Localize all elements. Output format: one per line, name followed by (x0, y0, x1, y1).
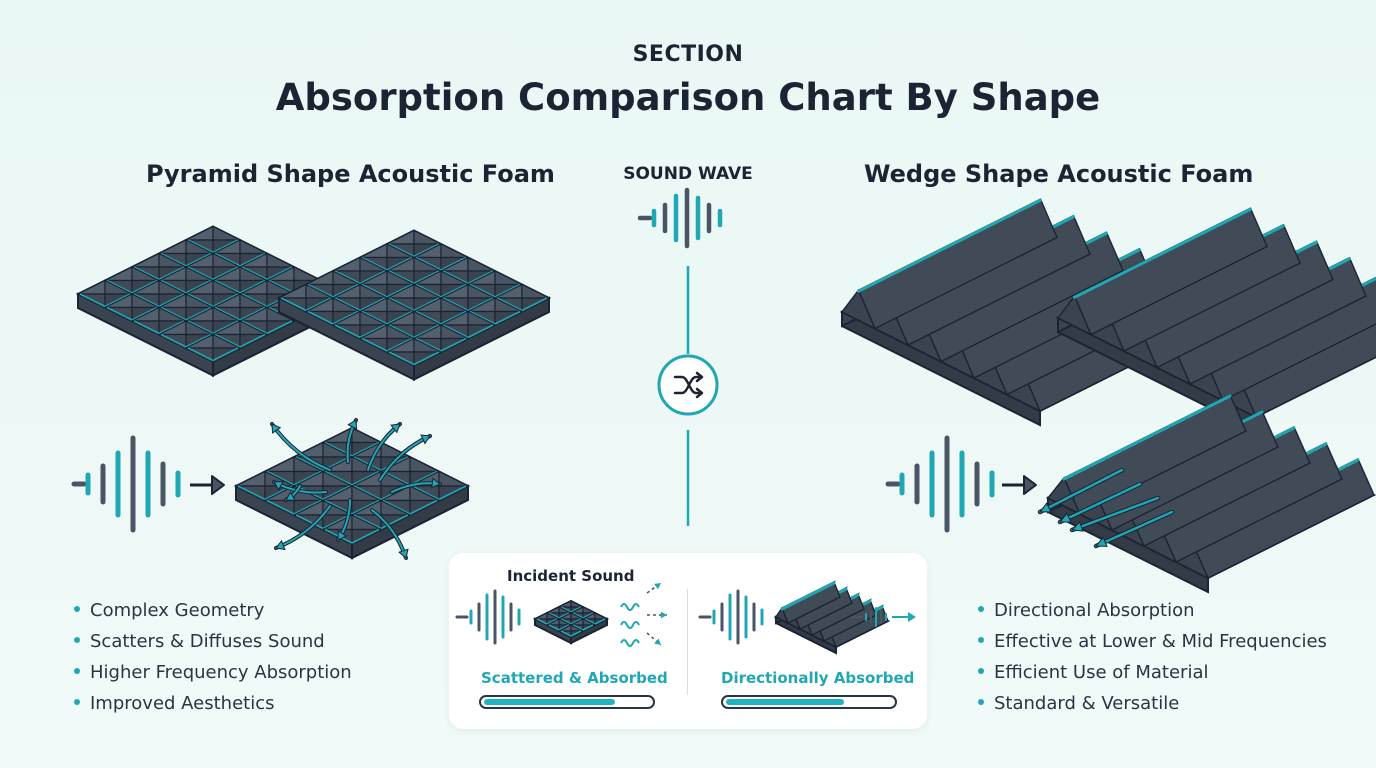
list-item-label: Standard & Versatile (994, 693, 1180, 714)
list-item: Higher Frequency Absorption (74, 657, 352, 688)
list-item: Effective at Lower & Mid Frequencies (978, 626, 1327, 657)
pyramid-result-label: Scattered & Absorbed (481, 669, 668, 687)
list-item-label: Effective at Lower & Mid Frequencies (994, 631, 1327, 652)
pyramid-absorption-bar (479, 695, 655, 709)
list-item: Standard & Versatile (978, 688, 1327, 719)
wedge-result-label: Directionally Absorbed (721, 669, 915, 687)
list-item: Improved Aesthetics (74, 688, 352, 719)
center-sound-wave-icon (637, 187, 723, 249)
bullet-dot-icon (74, 668, 80, 674)
bullet-dot-icon (978, 637, 984, 643)
list-item-label: Directional Absorption (994, 600, 1195, 621)
right-arrow-icon (190, 475, 225, 495)
list-item-label: Efficient Use of Material (994, 662, 1209, 683)
wedge-absorption-bar-fill (726, 699, 845, 705)
bullet-dot-icon (978, 699, 984, 705)
center-divider (686, 266, 690, 526)
bullet-dot-icon (74, 699, 80, 705)
list-item: Scatters & Diffuses Sound (74, 626, 352, 657)
pyramid-incident-wave-icon (71, 435, 181, 533)
list-item-label: Scatters & Diffuses Sound (90, 631, 325, 652)
wedge-feature-list: Directional Absorption Effective at Lowe… (978, 595, 1327, 719)
incident-sound-label: Incident Sound (507, 567, 635, 585)
list-item: Complex Geometry (74, 595, 352, 626)
wedge-absorption-bar (721, 695, 897, 709)
section-label: SECTION (632, 42, 744, 67)
shuffle-icon (657, 354, 719, 416)
list-item-label: Improved Aesthetics (90, 693, 275, 714)
list-item-label: Complex Geometry (90, 600, 265, 621)
pyramid-feature-list: Complex Geometry Scatters & Diffuses Sou… (74, 595, 352, 719)
sound-wave-label: SOUND WAVE (623, 164, 753, 184)
list-item-label: Higher Frequency Absorption (90, 662, 352, 683)
pyramid-absorption-bar-fill (484, 699, 616, 705)
wedge-panel-title: Wedge Shape Acoustic Foam (864, 160, 1254, 188)
bullet-dot-icon (978, 606, 984, 612)
card-left-illustration (455, 582, 667, 647)
bullet-dot-icon (74, 637, 80, 643)
page-title: Absorption Comparison Chart By Shape (275, 76, 1101, 119)
comparison-card: Incident Sound Scattered & Absorbed Dire… (449, 553, 927, 729)
bullet-dot-icon (978, 668, 984, 674)
card-right-illustration (698, 580, 916, 655)
list-item: Efficient Use of Material (978, 657, 1327, 688)
list-item: Directional Absorption (978, 595, 1327, 626)
card-divider (687, 589, 688, 695)
right-arrow-icon (1002, 475, 1037, 495)
pyramid-panel-title: Pyramid Shape Acoustic Foam (146, 160, 555, 188)
wedge-incident-wave-icon (885, 435, 995, 533)
bullet-dot-icon (74, 606, 80, 612)
